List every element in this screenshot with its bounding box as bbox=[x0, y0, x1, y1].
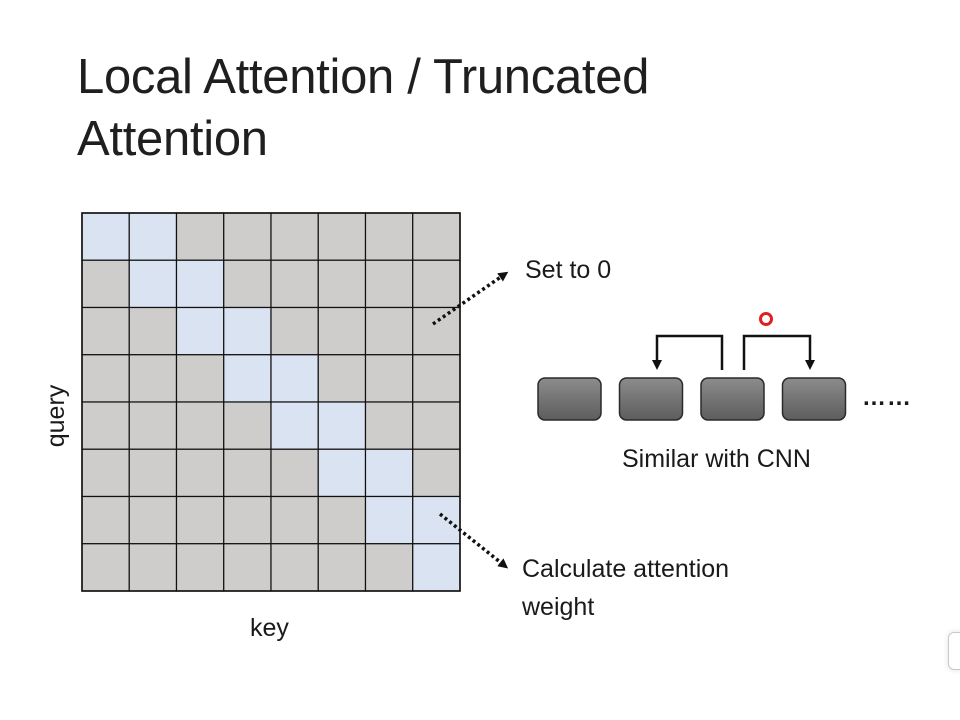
slide-title: Local Attention / Truncated Attention bbox=[77, 46, 897, 170]
attention-cell-masked bbox=[81, 306, 130, 356]
attention-cell-masked bbox=[81, 401, 130, 450]
attention-cell-computed bbox=[412, 543, 461, 592]
attention-cell-masked bbox=[270, 306, 319, 356]
attention-cell-computed bbox=[364, 495, 414, 545]
cnn-node bbox=[700, 377, 765, 421]
attention-cell-computed bbox=[175, 306, 225, 356]
slide-nav-handle[interactable] bbox=[948, 632, 960, 670]
attention-cell-masked bbox=[81, 495, 130, 545]
attention-cell-masked bbox=[128, 354, 178, 403]
attention-cell-masked bbox=[364, 354, 414, 403]
attention-cell-computed bbox=[175, 259, 225, 309]
cnn-node bbox=[781, 377, 847, 421]
laser-pointer-dot bbox=[759, 312, 773, 326]
attention-cell-masked bbox=[175, 401, 225, 450]
set-to-zero-label: Set to 0 bbox=[525, 256, 612, 284]
attention-cell-masked bbox=[128, 543, 178, 592]
attention-cell-masked bbox=[317, 354, 367, 403]
attention-cell-computed bbox=[270, 354, 319, 403]
slide-title-line-1: Local Attention / Truncated bbox=[77, 50, 650, 104]
attention-cell-computed bbox=[223, 354, 272, 403]
attention-cell-masked bbox=[317, 306, 367, 356]
attention-cell-masked bbox=[412, 259, 461, 309]
attention-cell-masked bbox=[317, 543, 367, 592]
attention-cell-masked bbox=[175, 543, 225, 592]
slide-title-line-2: Attention bbox=[77, 112, 268, 166]
attention-cell-masked bbox=[223, 259, 272, 309]
key-axis-label: key bbox=[250, 614, 289, 642]
cnn-ellipsis: …… bbox=[862, 384, 912, 411]
attention-cell-masked bbox=[317, 259, 367, 309]
calculate-weight-line-2: weight bbox=[522, 593, 595, 621]
calculate-weight-line-1: Calculate attention bbox=[522, 555, 730, 583]
cnn-connection-right bbox=[742, 334, 815, 370]
attention-cell-masked bbox=[128, 306, 178, 356]
attention-cell-masked bbox=[412, 401, 461, 450]
attention-cell-masked bbox=[270, 495, 319, 545]
attention-cell-masked bbox=[364, 259, 414, 309]
attention-cell-computed bbox=[128, 212, 178, 261]
attention-cell-masked bbox=[175, 354, 225, 403]
attention-cell-masked bbox=[223, 448, 272, 498]
attention-cell-masked bbox=[317, 212, 367, 261]
attention-cell-masked bbox=[364, 401, 414, 450]
attention-cell-computed bbox=[128, 259, 178, 309]
attention-cell-masked bbox=[81, 448, 130, 498]
attention-cell-masked bbox=[317, 495, 367, 545]
attention-cell-masked bbox=[270, 543, 319, 592]
attention-cell-masked bbox=[270, 212, 319, 261]
attention-cell-computed bbox=[412, 495, 461, 545]
attention-cell-masked bbox=[223, 401, 272, 450]
cnn-connection-left bbox=[652, 334, 724, 370]
cnn-node-row bbox=[537, 377, 847, 421]
attention-cell-computed bbox=[223, 306, 272, 356]
attention-cell-masked bbox=[81, 259, 130, 309]
set-to-zero-arrow bbox=[432, 271, 509, 326]
attention-cell-masked bbox=[175, 495, 225, 545]
attention-cell-masked bbox=[364, 306, 414, 356]
calculate-weight-arrow bbox=[438, 512, 509, 569]
attention-cell-computed bbox=[270, 401, 319, 450]
attention-cell-computed bbox=[364, 448, 414, 498]
attention-cell-masked bbox=[364, 543, 414, 592]
attention-cell-masked bbox=[223, 543, 272, 592]
calculate-weight-label: Calculate attention weight bbox=[522, 550, 729, 626]
attention-cell-masked bbox=[175, 212, 225, 261]
attention-cell-masked bbox=[175, 448, 225, 498]
attention-cell-masked bbox=[223, 212, 272, 261]
attention-cell-masked bbox=[412, 448, 461, 498]
attention-cell-computed bbox=[317, 448, 367, 498]
attention-cell-masked bbox=[270, 448, 319, 498]
attention-cell-masked bbox=[364, 212, 414, 261]
query-axis-label: query bbox=[42, 384, 70, 448]
attention-cell-computed bbox=[317, 401, 367, 450]
attention-cell-masked bbox=[128, 495, 178, 545]
attention-cell-masked bbox=[270, 259, 319, 309]
cnn-node bbox=[618, 377, 684, 421]
attention-matrix-border bbox=[81, 212, 461, 592]
attention-matrix bbox=[81, 212, 461, 592]
cnn-node bbox=[537, 377, 602, 421]
attention-cell-masked bbox=[412, 306, 461, 356]
attention-cell-masked bbox=[223, 495, 272, 545]
attention-cell-computed bbox=[81, 212, 130, 261]
cnn-caption: Similar with CNN bbox=[622, 445, 811, 473]
attention-cell-masked bbox=[412, 212, 461, 261]
attention-cell-masked bbox=[128, 401, 178, 450]
attention-cell-masked bbox=[412, 354, 461, 403]
attention-cell-masked bbox=[128, 448, 178, 498]
attention-cell-masked bbox=[81, 543, 130, 592]
attention-cell-masked bbox=[81, 354, 130, 403]
